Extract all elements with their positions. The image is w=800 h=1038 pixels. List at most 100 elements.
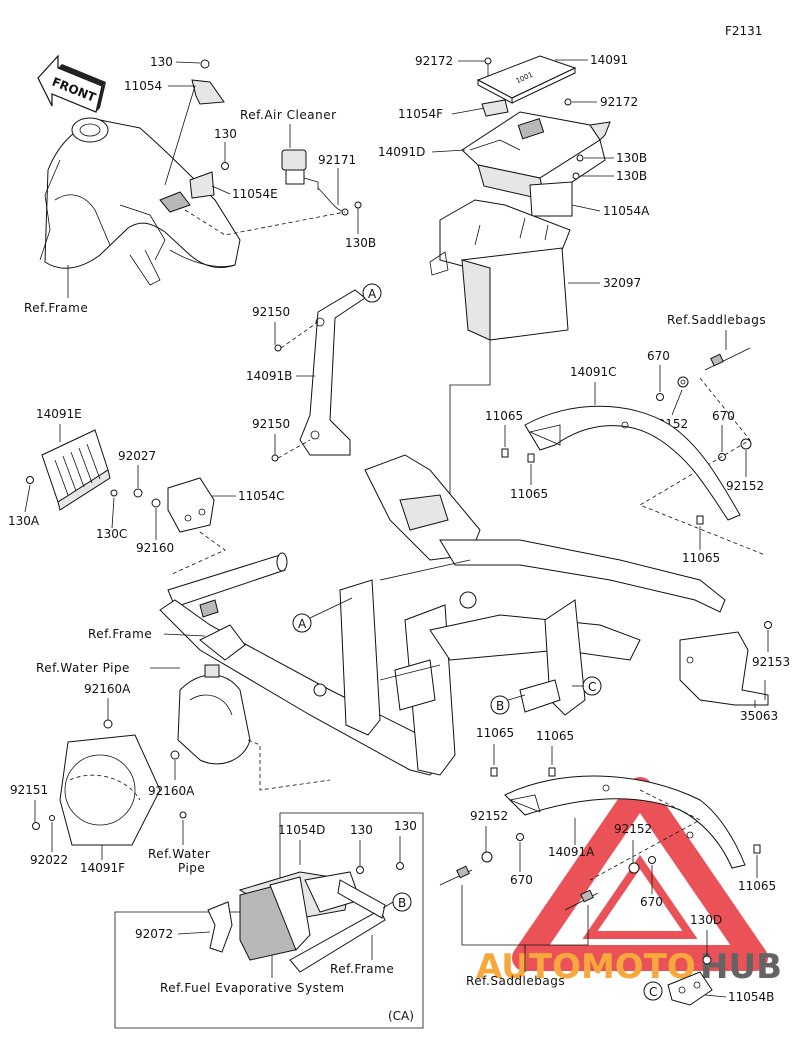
inset-frame <box>114 812 424 1029</box>
part-32097: 32097 <box>603 276 641 290</box>
saddlebag-bolt-right <box>564 889 599 911</box>
part-130-i2: 130 <box>394 819 417 833</box>
part-670-d: 670 <box>640 895 663 909</box>
bracket-11054B <box>667 971 713 1006</box>
part-92152-b: 92152 <box>726 479 764 493</box>
air-cleaner-sensor <box>281 149 349 216</box>
fender-14091A <box>504 775 746 869</box>
part-14091: 14091 <box>590 53 628 67</box>
callout-C-bottom <box>643 981 663 1001</box>
callout-A-top <box>362 283 382 303</box>
part-92152-c: 92152 <box>470 809 508 823</box>
part-11054A: 11054A <box>603 204 650 218</box>
part-670-a: 670 <box>647 349 670 363</box>
watermark-text-orange: AUTOMOTO <box>476 947 696 987</box>
ref-saddlebags-top: Ref.Saddlebags <box>667 313 766 327</box>
part-130B-r1: 130B <box>616 151 647 165</box>
bracket-92072 <box>207 901 233 953</box>
part-670-b: 670 <box>712 409 735 423</box>
bracket-11054A <box>529 181 573 217</box>
fender-14091C <box>524 405 741 521</box>
bracket-11054F <box>481 99 509 117</box>
part-130D: 130D <box>690 913 722 927</box>
main-frame <box>159 454 726 776</box>
callout-B-inset-label: B <box>398 896 406 910</box>
part-11065-c: 11065 <box>682 551 720 565</box>
part-11054B: 11054B <box>728 990 774 1004</box>
part-92072: 92072 <box>135 927 173 941</box>
figure-code: F2131 <box>725 24 762 38</box>
part-11054D: 11054D <box>278 823 325 837</box>
callout-A-mid <box>292 613 312 633</box>
bracket-35063 <box>679 631 769 706</box>
part-92152-d: 92152 <box>614 822 652 836</box>
stator-cover <box>177 664 251 765</box>
watermark-inner-triangle <box>582 854 698 939</box>
part-14091E: 14091E <box>36 407 82 421</box>
part-92160: 92160 <box>136 541 174 555</box>
part-92160A-a: 92160A <box>84 682 131 696</box>
part-92160A-b: 92160A <box>148 784 195 798</box>
battery-cover-14091: 1001 <box>476 55 577 104</box>
part-92172-a: 92172 <box>415 54 453 68</box>
part-92153: 92153 <box>752 655 790 669</box>
ref-air-cleaner: Ref.Air Cleaner <box>240 108 337 122</box>
bracket-11054C <box>167 477 215 533</box>
part-92022: 92022 <box>30 853 68 867</box>
part-11065-d: 11065 <box>476 726 514 740</box>
part-130B-left: 130B <box>345 236 376 250</box>
ref-fuel-evap: Ref.Fuel Evaporative System <box>160 981 345 995</box>
ref-water-pipe-bottom-2: Pipe <box>178 861 205 875</box>
saddlebag-bolt-top <box>704 347 751 371</box>
ref-saddlebags-bottom: Ref.Saddlebags <box>466 974 565 988</box>
bracket-14091B <box>299 289 366 456</box>
part-92150-a: 92150 <box>252 305 290 319</box>
part-130-top: 130 <box>150 55 173 69</box>
part-11054C: 11054C <box>238 489 285 503</box>
part-14091D: 14091D <box>378 145 425 159</box>
watermark-logo: AUTOMOTO HUB <box>476 777 782 987</box>
part-92171: 92171 <box>318 153 356 167</box>
part-11065-a: 11065 <box>485 409 523 423</box>
part-130-i1: 130 <box>350 823 373 837</box>
part-11065-e: 11065 <box>536 729 574 743</box>
ref-water-pipe-bottom-1: Ref.Water <box>148 847 210 861</box>
part-92172-b: 92172 <box>600 95 638 109</box>
part-14091A: 14091A <box>548 845 595 859</box>
part-14091F: 14091F <box>80 861 125 875</box>
ref-frame-inset: Ref.Frame <box>330 962 394 976</box>
part-11065-b: 11065 <box>510 487 548 501</box>
callout-C-mid-label: C <box>588 680 596 694</box>
battery-tray-32097 <box>429 199 571 341</box>
part-130C: 130C <box>96 527 127 541</box>
frame-neck-drawing <box>39 117 241 286</box>
callout-C-bottom-label: C <box>649 985 657 999</box>
evap-canister-assembly <box>238 871 386 973</box>
callout-A-top-label: A <box>368 287 377 301</box>
front-arrow: FRONT <box>37 54 106 113</box>
ref-water-pipe-top: Ref.Water Pipe <box>36 661 130 675</box>
bracket-11054 <box>191 59 225 105</box>
part-130B-r2: 130B <box>616 169 647 183</box>
part-92150-b: 92150 <box>252 417 290 431</box>
part-670-c: 670 <box>510 873 533 887</box>
part-11054: 11054 <box>124 79 162 93</box>
callout-B-mid-label: B <box>496 699 504 713</box>
part-130-b: 130 <box>214 127 237 141</box>
part-14091B: 14091B <box>246 369 292 383</box>
cover-14091E <box>41 429 111 511</box>
bracket-11054E <box>189 162 229 199</box>
part-35063: 35063 <box>740 709 778 723</box>
inset-label: (CA) <box>388 1009 414 1023</box>
part-92151: 92151 <box>10 783 48 797</box>
part-92027: 92027 <box>118 449 156 463</box>
callout-A-mid-label: A <box>298 617 307 631</box>
part-14091C: 14091C <box>570 365 617 379</box>
cover-14091F <box>59 734 161 846</box>
ref-frame-top: Ref.Frame <box>24 301 88 315</box>
part-11054F: 11054F <box>398 107 443 121</box>
callout-B-mid <box>490 695 510 715</box>
ref-frame-mid: Ref.Frame <box>88 627 152 641</box>
